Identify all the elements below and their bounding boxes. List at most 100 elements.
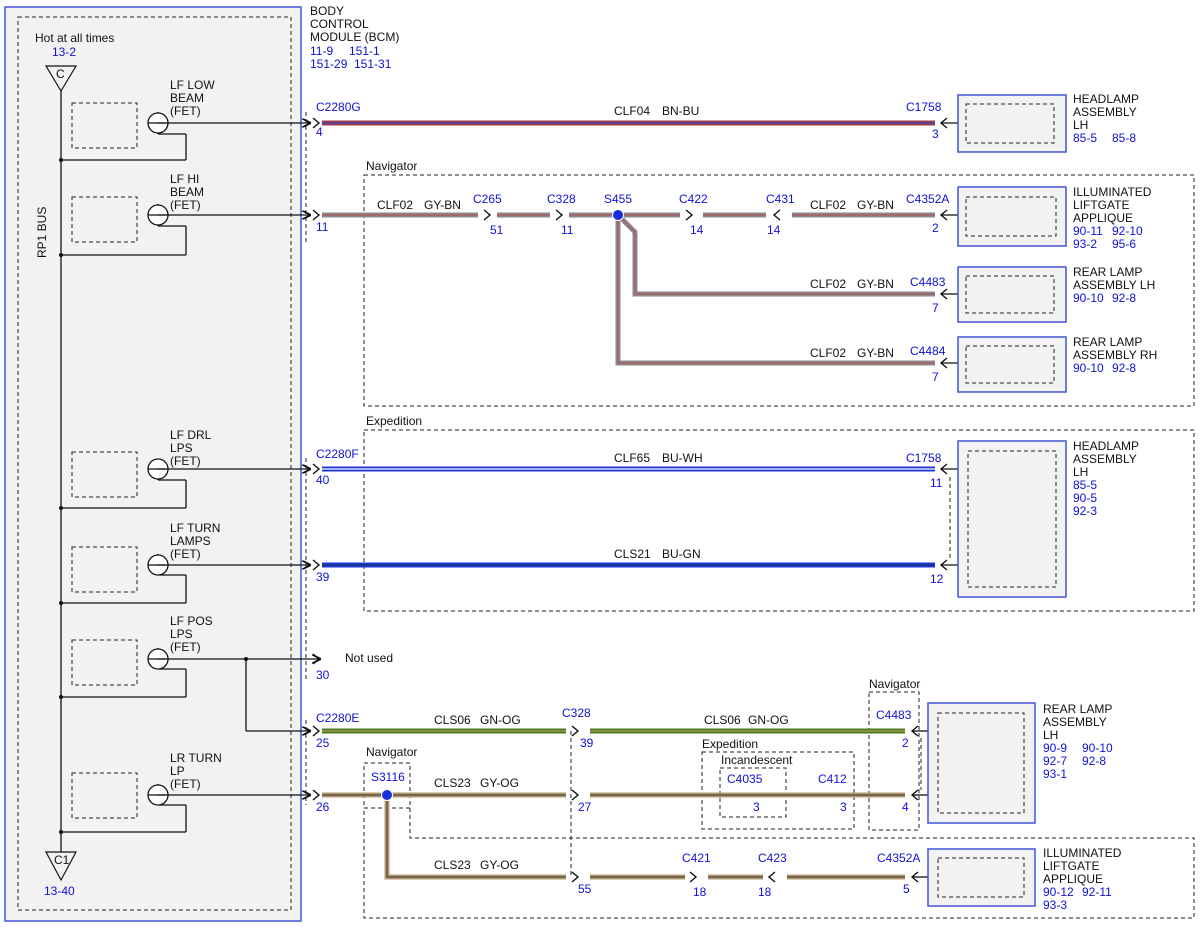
pin-label: 2: [932, 221, 939, 235]
fet-label: (FET): [170, 777, 201, 791]
svg-text:85-5: 85-5: [1073, 131, 1097, 145]
wire-label: CLS21: [614, 547, 651, 561]
region-label: Expedition: [366, 414, 422, 428]
bcm-ref[interactable]: 151-31: [354, 57, 392, 71]
pin-label: 3: [840, 800, 847, 814]
pin-label: 14: [767, 223, 781, 237]
fet-label: LR TURN: [170, 751, 222, 765]
component-liftgate-applique[interactable]: ILLUMINATED LIFTGATE APPLIQUE 90-11 92-1…: [957, 185, 1152, 251]
hot-ref[interactable]: 13-2: [52, 45, 76, 59]
bcm-title-line: BODY: [310, 4, 344, 18]
pin-label: 11: [316, 220, 329, 234]
pin-label: 18: [693, 885, 707, 899]
connector-label[interactable]: C4352A: [877, 851, 920, 865]
fet-group: LF TURN LAMPS (FET): [59, 521, 310, 605]
connector-label[interactable]: C421: [682, 851, 711, 865]
connector-label[interactable]: C2280F: [316, 447, 359, 461]
connector-label[interactable]: C2280G: [316, 100, 361, 114]
wire-clf02[interactable]: [322, 212, 935, 366]
wire-label: CLF65: [614, 451, 650, 465]
hot-label: Hot at all times: [35, 31, 114, 45]
component-rear-lamp-lh[interactable]: REAR LAMP ASSEMBLY LH 90-10 92-8: [957, 265, 1155, 323]
component-rear-lamp-lh[interactable]: REAR LAMP ASSEMBLY LH 90-9 90-10 92-7 92…: [920, 702, 1113, 824]
connector-label[interactable]: C2280E: [316, 711, 359, 725]
wire-label: CLF02: [377, 198, 413, 212]
pin-label: 11: [561, 223, 574, 237]
bcm-title: BODY CONTROL MODULE (BCM) 11-9 151-1 151…: [310, 4, 399, 71]
pin-label: 55: [578, 882, 592, 896]
connector-label[interactable]: C412: [818, 772, 847, 786]
svg-text:92-8: 92-8: [1082, 754, 1106, 768]
fet-label: LF LOW: [170, 78, 215, 92]
pin-label: 7: [932, 370, 939, 384]
svg-text:90-11: 90-11: [1073, 224, 1103, 238]
bcm-ref[interactable]: 151-29: [310, 57, 348, 71]
component-headlamp-lh[interactable]: HEADLAMP ASSEMBLY LH 85-5 90-5 92-3: [949, 439, 1139, 598]
svg-text:ASSEMBLY LH: ASSEMBLY LH: [1073, 278, 1155, 292]
svg-text:LH: LH: [1073, 465, 1088, 479]
wire-label: CLF02: [810, 346, 846, 360]
navigator-region-box: [363, 174, 1195, 407]
bus-label: RP1 BUS: [35, 207, 49, 258]
wire-label: GY-BN: [857, 346, 894, 360]
wire-label: BU-GN: [662, 547, 701, 561]
component-rear-lamp-rh[interactable]: REAR LAMP ASSEMBLY RH 90-10 92-8: [957, 335, 1157, 393]
connector-label[interactable]: C4483: [876, 708, 912, 722]
fet-label: LPS: [170, 627, 193, 641]
fet-box: [71, 451, 138, 498]
wire-label: GN-OG: [748, 713, 789, 727]
svg-text:92-8: 92-8: [1112, 361, 1136, 375]
fet-label: LF POS: [170, 614, 213, 628]
fet-label: (FET): [170, 454, 201, 468]
wire-label: GY-BN: [857, 198, 894, 212]
wire-label: CLF02: [810, 198, 846, 212]
bcm-ref[interactable]: 11-9: [310, 44, 333, 58]
connector-label[interactable]: C423: [758, 851, 787, 865]
component-headlamp-lh[interactable]: HEADLAMP ASSEMBLY LH 85-5 85-8: [957, 92, 1139, 153]
svg-text:93-3: 93-3: [1043, 898, 1067, 912]
bcm-title-line: CONTROL: [310, 17, 369, 31]
connector-label[interactable]: C4035: [727, 772, 763, 786]
bcm-ref[interactable]: 151-1: [349, 44, 380, 58]
svg-text:ASSEMBLY: ASSEMBLY: [1073, 452, 1137, 466]
connector-label[interactable]: C4484: [910, 344, 946, 358]
svg-text:92-7: 92-7: [1043, 754, 1067, 768]
fet-label: (FET): [170, 640, 201, 654]
splice-label[interactable]: S455: [604, 192, 632, 206]
wire-label: CLF04: [614, 104, 650, 118]
connector-label[interactable]: C328: [562, 706, 591, 720]
connector-label[interactable]: C431: [766, 192, 795, 206]
connector-label[interactable]: C422: [679, 192, 708, 206]
terminal-triangle-icon: [44, 851, 78, 882]
fet-label: BEAM: [170, 185, 204, 199]
splice-label[interactable]: S3116: [371, 770, 405, 784]
connector-label[interactable]: C1758: [906, 100, 942, 114]
bottom-ref[interactable]: 13-40: [44, 884, 75, 898]
svg-text:92-11: 92-11: [1082, 885, 1112, 899]
svg-text:90-10: 90-10: [1073, 291, 1104, 305]
connector-label[interactable]: C265: [473, 192, 502, 206]
wire-cls23[interactable]: [322, 792, 905, 880]
pin-label: 30: [316, 668, 330, 682]
connector-label[interactable]: C1758: [906, 451, 942, 465]
top-terminal-label: C: [56, 67, 65, 81]
connector-label[interactable]: C4483: [910, 275, 946, 289]
pin-label: 5: [903, 882, 910, 896]
wire-label: GN-OG: [480, 713, 521, 727]
bcm-title-line: MODULE (BCM): [310, 30, 399, 44]
terminal-stubs: [912, 122, 958, 878]
splice-s3116-icon[interactable]: [381, 789, 393, 801]
pin-label: 40: [316, 473, 330, 487]
pin-label: 4: [902, 800, 909, 814]
pin-label: 3: [753, 800, 760, 814]
svg-text:LH: LH: [1073, 118, 1088, 132]
fet-label: (FET): [170, 104, 201, 118]
wire-label: GY-OG: [480, 858, 519, 872]
wire-label: GY-BN: [857, 277, 894, 291]
connector-label[interactable]: C4352A: [906, 192, 949, 206]
component-liftgate-applique[interactable]: ILLUMINATED LIFTGATE APPLIQUE 90-12 92-1…: [927, 846, 1122, 912]
fet-group: LF HI BEAM (FET): [59, 172, 310, 257]
splice-s455-icon[interactable]: [612, 209, 624, 221]
pin-label: 4: [316, 125, 323, 139]
connector-label[interactable]: C328: [547, 192, 576, 206]
